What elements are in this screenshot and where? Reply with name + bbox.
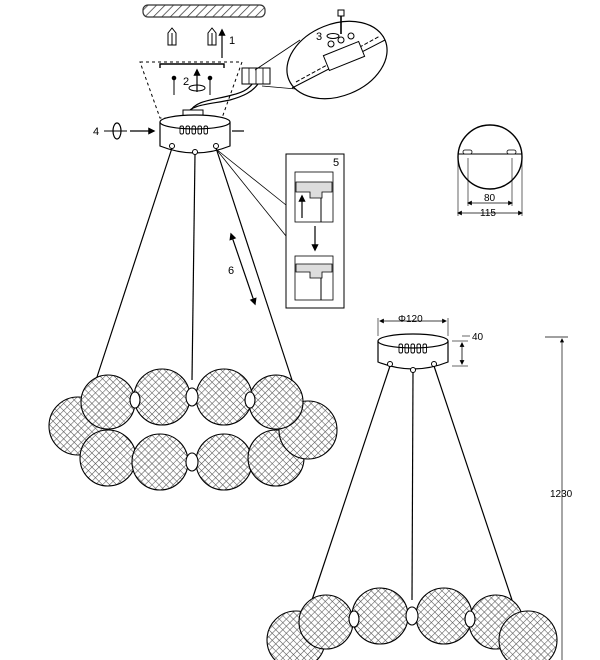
arrow-step-6 [229, 232, 257, 306]
cable-adjust-detail [215, 148, 345, 309]
dim-canopy-top: 115 [480, 208, 496, 219]
dim-canopy-side: Φ120 [398, 314, 423, 325]
dim-canopy-height: 40 [472, 332, 484, 343]
globe-ring-right [266, 587, 558, 660]
globe-ring-left [48, 368, 338, 491]
suspension-cables-left [95, 147, 293, 381]
step-1-label: 1 [229, 35, 235, 47]
rotate-icon [188, 84, 206, 92]
step-6-label: 6 [228, 265, 234, 277]
ceiling [142, 4, 266, 18]
step-3-label: 3 [316, 31, 322, 43]
step-2-label: 2 [183, 76, 189, 88]
dim-mount-spacing: 80 [484, 193, 496, 204]
total-height-dimension [545, 336, 568, 660]
mounting-bracket [139, 61, 243, 119]
step-5-label: 5 [333, 157, 339, 169]
suspension-cables-right [311, 365, 513, 601]
canopy-install [159, 114, 231, 155]
step-4-label: 4 [93, 126, 99, 138]
wall-anchors [167, 27, 217, 46]
side-screw [104, 122, 244, 140]
canopy-dimension-view [377, 318, 470, 373]
mounting-plate-top-view [457, 124, 523, 216]
terminal-detail [286, 9, 388, 100]
dim-total-height: 1230 [550, 489, 573, 500]
